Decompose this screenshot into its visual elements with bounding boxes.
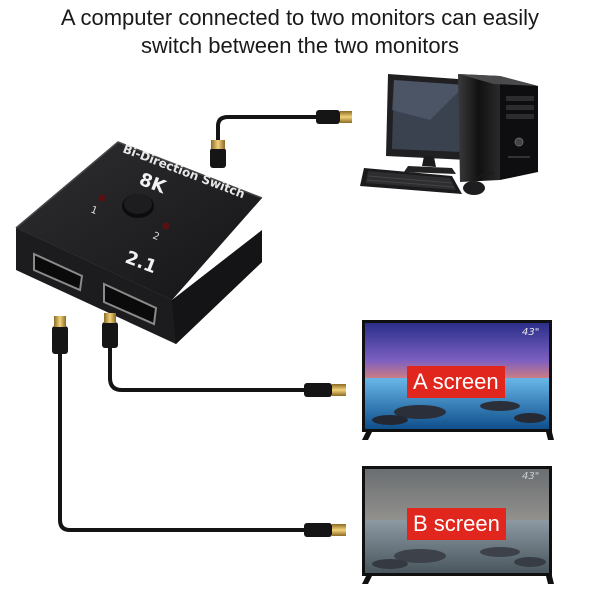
- screen-b-size: 43": [522, 471, 540, 482]
- screen-a-size: 43": [522, 327, 540, 338]
- hdmi-plug-icon: [304, 523, 346, 537]
- hdmi-plug-icon: [316, 110, 352, 124]
- mouse-icon: [463, 172, 495, 195]
- screen-a-label: A screen: [407, 366, 505, 398]
- switch-port-1-label: 1: [89, 205, 99, 218]
- hdmi-plug-icon: [102, 313, 118, 348]
- desktop-computer-icon: [386, 74, 538, 182]
- hdmi-switch-box: [15, 141, 263, 344]
- screen-b-label: B screen: [407, 508, 506, 540]
- tv-monitor-icon: [362, 466, 554, 584]
- hdmi-plug-icon: [210, 140, 226, 168]
- hdmi-plug-icon: [52, 316, 68, 354]
- hdmi-plug-icon: [304, 383, 346, 397]
- headline: A computer connected to two monitors can…: [0, 4, 600, 60]
- keyboard-icon: [360, 168, 462, 194]
- switch-port-2-label: 2: [151, 231, 161, 244]
- headline-line-1: A computer connected to two monitors can…: [60, 5, 540, 30]
- headline-line-2: switch between the two monitors: [141, 33, 459, 58]
